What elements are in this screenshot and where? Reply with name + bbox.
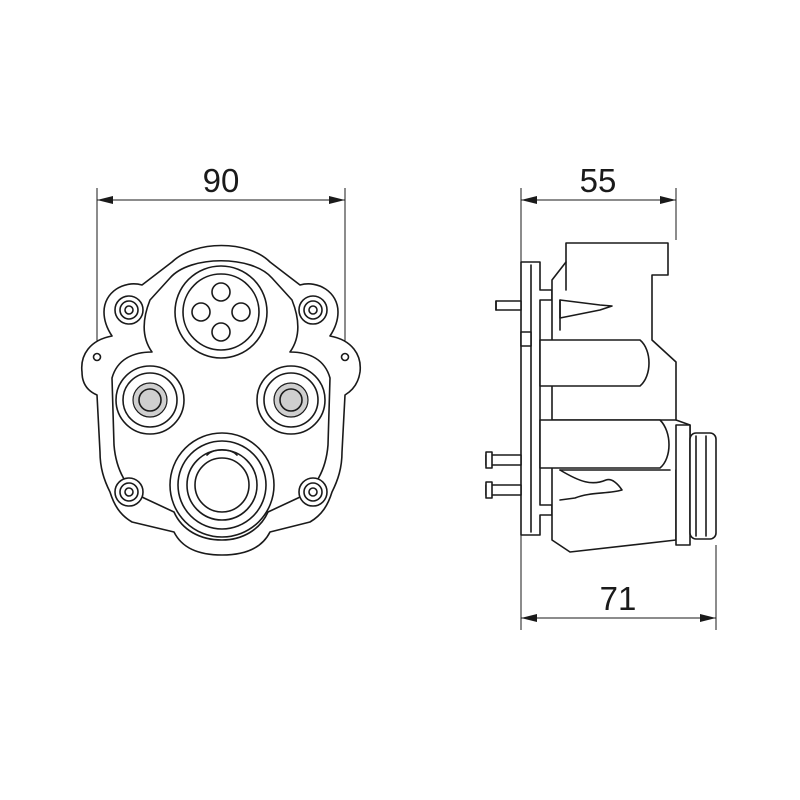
rear-pin-lower-1 — [485, 451, 522, 469]
top-cartridge-port — [174, 265, 268, 359]
rear-pin-top — [495, 300, 522, 311]
front-view: 90 — [81, 162, 361, 556]
dimension-line-71 — [521, 614, 716, 622]
mounting-screw-bottom-left — [114, 477, 144, 507]
dimension-line-55 — [521, 196, 676, 204]
bottom-outlet — [169, 432, 275, 538]
left-inlet-filter — [115, 365, 185, 435]
side-housing — [551, 242, 691, 553]
mounting-screw-top-right — [298, 295, 328, 325]
valve-body-outline — [81, 244, 361, 556]
rear-pin-lower-2 — [485, 481, 522, 499]
lower-cylinder — [539, 419, 670, 469]
front-nozzle — [675, 424, 717, 546]
right-inlet-filter — [256, 365, 326, 435]
dimension-label-71: 71 — [600, 580, 637, 617]
side-view: 55 71 — [485, 162, 717, 630]
lug-hole-right — [340, 352, 350, 362]
dimension-label-55: 55 — [580, 162, 617, 199]
back-flange — [520, 261, 553, 536]
dimension-line-90 — [97, 196, 345, 204]
rear-pin-middle — [520, 331, 532, 347]
valve-body-inner-contour — [111, 259, 331, 541]
mounting-screw-top-left — [114, 295, 144, 325]
upper-cylinder — [539, 339, 650, 387]
lug-hole-left — [92, 352, 102, 362]
dimension-label-90: 90 — [203, 162, 240, 199]
lower-wave-detail — [559, 469, 623, 501]
mounting-screw-bottom-right — [298, 477, 328, 507]
